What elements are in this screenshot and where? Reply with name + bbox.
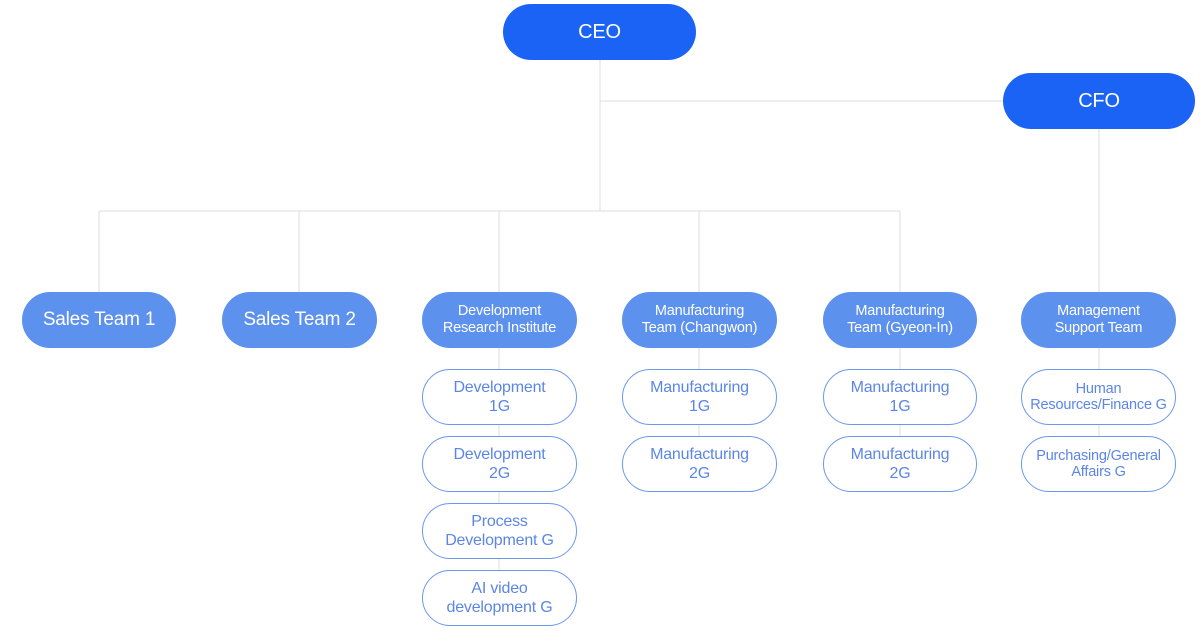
group-purchasing-general-affairs: Purchasing/General Affairs G <box>1021 436 1176 492</box>
group-development-1g: Development 1G <box>422 369 577 425</box>
group-ai-video-development: AI video development G <box>422 570 577 626</box>
cfo-node: CFO <box>1003 73 1195 129</box>
group-gyeonin-manufacturing-1g: Manufacturing 1G <box>823 369 977 425</box>
group-changwon-manufacturing-1g: Manufacturing 1G <box>622 369 777 425</box>
team-management-support: Management Support Team <box>1021 292 1176 348</box>
group-human-resources-finance: Human Resources/Finance G <box>1021 369 1176 425</box>
group-development-2g: Development 2G <box>422 436 577 492</box>
ceo-node: CEO <box>503 4 696 60</box>
team-manufacturing-gyeonin: Manufacturing Team (Gyeon-In) <box>823 292 977 348</box>
team-sales-2: Sales Team 2 <box>222 292 377 348</box>
team-development-research-institute: Development Research Institute <box>422 292 577 348</box>
group-changwon-manufacturing-2g: Manufacturing 2G <box>622 436 777 492</box>
group-process-development: Process Development G <box>422 503 577 559</box>
team-manufacturing-changwon: Manufacturing Team (Changwon) <box>622 292 777 348</box>
group-gyeonin-manufacturing-2g: Manufacturing 2G <box>823 436 977 492</box>
team-sales-1: Sales Team 1 <box>22 292 176 348</box>
